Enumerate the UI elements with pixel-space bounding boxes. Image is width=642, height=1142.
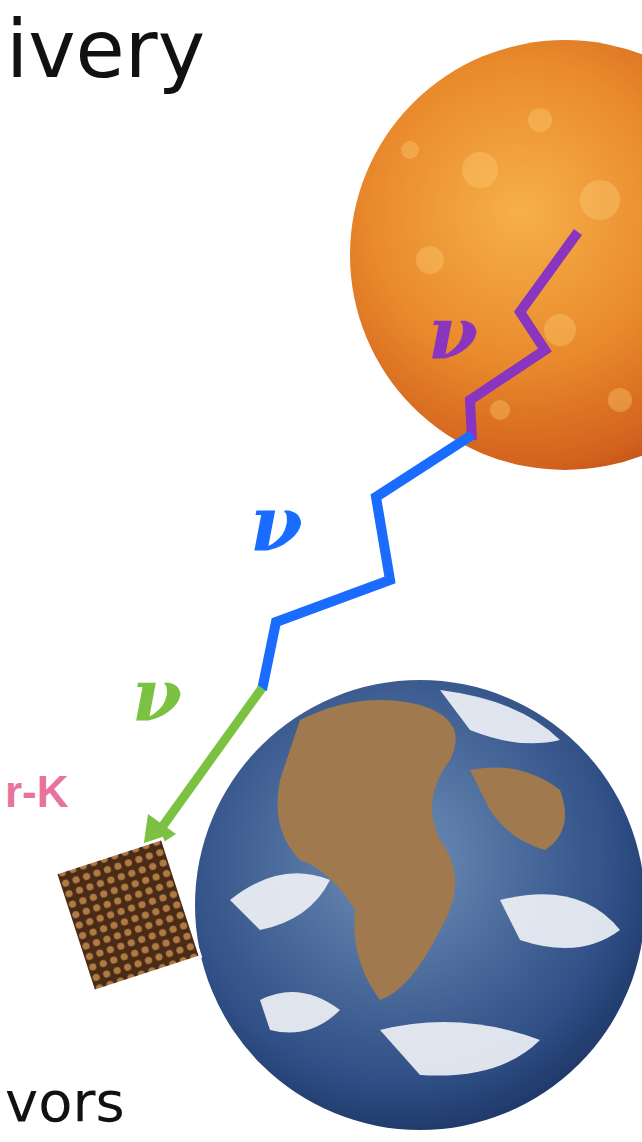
neutrino-path [470, 232, 578, 440]
earth-land [278, 700, 566, 1000]
detector-name: r-K [5, 770, 69, 814]
detector-chip [56, 839, 201, 992]
neutrino-symbol: ν [250, 486, 303, 562]
neutrino-path [262, 435, 472, 690]
neutrino-symbol: ν [428, 298, 478, 370]
neutrino-symbol: ν [132, 660, 182, 732]
earth-clouds [230, 690, 620, 1076]
earth [195, 680, 642, 1130]
sun [350, 40, 642, 470]
slide-title: ivery [6, 10, 205, 90]
slide-text: vors [5, 1074, 125, 1130]
